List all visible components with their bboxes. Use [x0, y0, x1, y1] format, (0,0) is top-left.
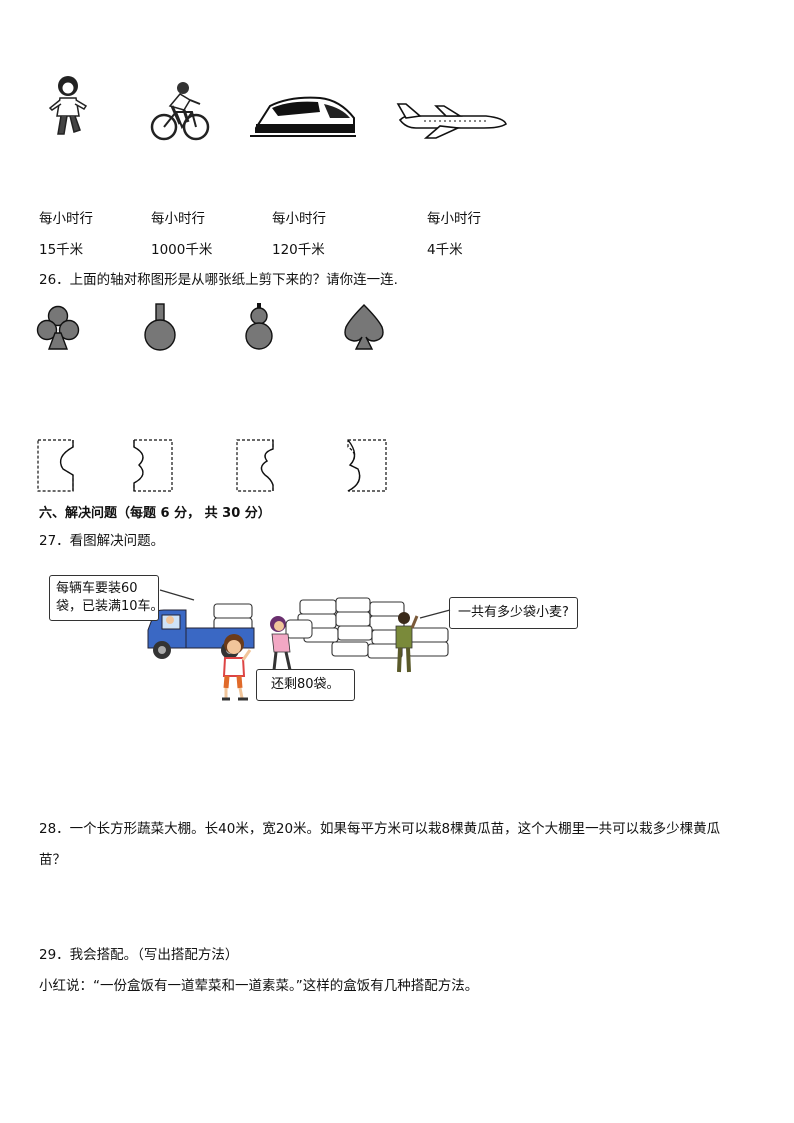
question-27: 27．看图解决问题。: [39, 533, 165, 549]
boy-icon: [222, 634, 252, 701]
speech-bubble-question: 一共有多少袋小麦?: [449, 597, 578, 629]
question-29: 29．我会搭配。（写出搭配方法） 小红说：“一份盒饭有一道荤菜和一道素菜。”这样…: [39, 947, 479, 994]
speed-label-2: 每小时行 1000千米: [151, 211, 213, 258]
paper-cut-a: [37, 439, 74, 492]
speed-label-3: 每小时行 120千米: [272, 211, 326, 258]
paper-cut-b: [133, 439, 173, 492]
gourd-icon: [245, 303, 273, 350]
racket-icon: [144, 303, 176, 351]
speed-label-4: 每小时行 4千米: [427, 211, 481, 258]
speech-bubble-truck: 每辆车要装60 袋，已装满10车。: [49, 575, 164, 621]
question-28: 28．一个长方形蔬菜大棚。长40米，宽20米。如果每平方米可以栽8棵黄瓜苗，这个…: [39, 821, 721, 868]
girl-walking-icon: [48, 76, 88, 135]
high-speed-train-icon: [250, 96, 356, 137]
speech-bubble-question-tail: [419, 609, 451, 619]
farmer-man-icon: [395, 612, 419, 673]
paper-cut-d: [347, 439, 387, 492]
airplane-icon: [396, 103, 507, 139]
speed-label-1: 每小时行 15千米: [39, 211, 93, 258]
worker-carrying-bag-icon: [270, 616, 313, 671]
paper-cut-c: [236, 439, 274, 492]
speech-bubble-remaining: 还剩80袋。: [256, 669, 355, 701]
spade-icon: [344, 304, 384, 350]
cyclist-icon: [150, 82, 210, 141]
section-6-title: 六、解决问题（每题 6 分， 共 30 分）: [39, 506, 271, 521]
speech-bubble-truck-tail: [159, 589, 195, 601]
question-26: 26．上面的轴对称图形是从哪张纸上剪下来的？请你连一连.: [39, 272, 398, 288]
club-icon: [36, 305, 80, 350]
